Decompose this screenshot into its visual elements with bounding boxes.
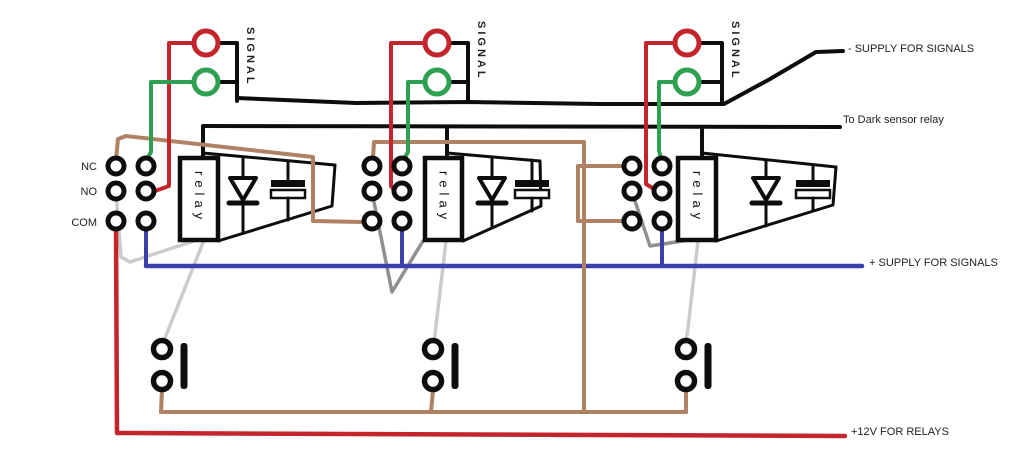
switch-bottom-terminal-3 <box>674 369 698 393</box>
terminal-nc-right-1 <box>135 155 157 177</box>
black-wires-layer <box>177 41 845 243</box>
terminal-nc-left-3 <box>621 155 643 177</box>
switch-actuator-bar-3 <box>704 343 712 389</box>
switch-bottom-terminal-2 <box>421 369 445 393</box>
pos-supply-label: + SUPPLY FOR SIGNALS <box>869 257 998 269</box>
terminal-label-com: COM <box>71 217 97 229</box>
coil-wire-b-2 <box>432 239 448 345</box>
signal-red-lead-3 <box>697 41 724 103</box>
green-signal-lamp-3 <box>672 67 702 97</box>
relay-label-2: relay <box>437 171 452 224</box>
enclosure-top-rail-1 <box>201 151 337 167</box>
dark-sensor-label: To Dark sensor relay <box>843 114 944 126</box>
terminal-no-left-1 <box>105 180 127 202</box>
terminal-nc-left-2 <box>361 155 383 177</box>
capacitor-icon <box>796 180 830 187</box>
terminal-com-right-1 <box>135 210 157 232</box>
green-lamp-wire-1 <box>145 80 196 161</box>
green-lamp-wire-3 <box>657 80 677 160</box>
coil-wire-b-1 <box>161 238 206 345</box>
signal-red-lead-2 <box>447 41 470 103</box>
green-signal-lamp-1 <box>191 67 221 97</box>
dark-sensor-bus <box>201 124 842 129</box>
switch-top-terminal-3 <box>674 337 698 361</box>
neg-supply-bus <box>235 49 845 106</box>
green-signal-lamp-2 <box>422 67 452 97</box>
enclosure-edge-1 <box>216 163 337 243</box>
switch1-return <box>159 388 164 414</box>
neg-supply-label: - SUPPLY FOR SIGNALS <box>848 43 974 55</box>
diode-icon <box>477 176 507 202</box>
switch-actuator-bar-1 <box>180 343 188 389</box>
red-signal-lamp-3 <box>672 28 702 58</box>
coil-wire-a-2 <box>370 190 425 294</box>
relay-body-3 <box>675 155 719 243</box>
colored-wires-layer <box>113 41 865 439</box>
terminal-no-left-2 <box>361 180 383 202</box>
terminal-com-right-2 <box>391 210 413 232</box>
green-lamp-wire-2 <box>402 80 427 161</box>
relays-12v-label: +12V FOR RELAYS <box>851 426 949 438</box>
terminal-label-nc: NC <box>81 161 97 173</box>
red-lamp-wire-3 <box>644 41 677 191</box>
signal-label-1: SIGNAL <box>244 27 256 87</box>
red-signal-lamp-1 <box>191 28 221 58</box>
switch-actuator-bar-2 <box>451 343 459 389</box>
terminal-com-left-1 <box>105 210 127 232</box>
enclosure-edge-2 <box>461 159 543 243</box>
terminal-no-left-3 <box>621 180 643 202</box>
relay-body-1 <box>177 155 221 243</box>
terminal-nc-right-3 <box>651 155 673 177</box>
capacitor-icon <box>271 180 305 187</box>
enclosure-edge-3 <box>714 165 838 243</box>
relay-label-1: relay <box>192 171 207 224</box>
relay-body-2 <box>422 155 465 243</box>
terminal-com-right-3 <box>651 210 673 232</box>
terminal-com-left-3 <box>621 210 643 232</box>
brown-link-1-to-2 <box>114 134 364 224</box>
relay-label-3: relay <box>690 171 705 224</box>
terminal-com-left-2 <box>361 210 383 232</box>
terminal-nc-left-1 <box>105 155 127 177</box>
terminal-no-right-2 <box>391 180 413 202</box>
components-layer <box>105 28 712 393</box>
signal-label-2: SIGNAL <box>475 21 487 81</box>
signal-red-lead-1 <box>216 41 239 103</box>
signal-label-3: SIGNAL <box>729 21 741 81</box>
plus-12v-bus <box>113 226 848 439</box>
enclosure-top-rail-3 <box>700 151 838 169</box>
brown-link-2-down <box>371 140 586 414</box>
terminal-no-right-3 <box>651 180 673 202</box>
switch2-return <box>429 388 435 414</box>
coil-wire-b-3 <box>684 239 700 344</box>
labels-layer: NC NO COM - SUPPLY FOR SIGNALS To Dark s… <box>71 21 998 438</box>
diode-icon <box>228 176 258 202</box>
capacitor-icon <box>515 180 549 187</box>
terminal-label-no: NO <box>81 186 98 198</box>
switch-bottom-terminal-1 <box>150 369 174 393</box>
terminal-nc-right-2 <box>391 155 413 177</box>
red-lamp-wire-1 <box>153 41 196 193</box>
switch-top-terminal-1 <box>150 337 174 361</box>
switch-top-terminal-2 <box>421 337 445 361</box>
diode-icon <box>751 176 781 202</box>
red-signal-lamp-2 <box>422 28 452 58</box>
terminal-no-right-1 <box>135 180 157 202</box>
